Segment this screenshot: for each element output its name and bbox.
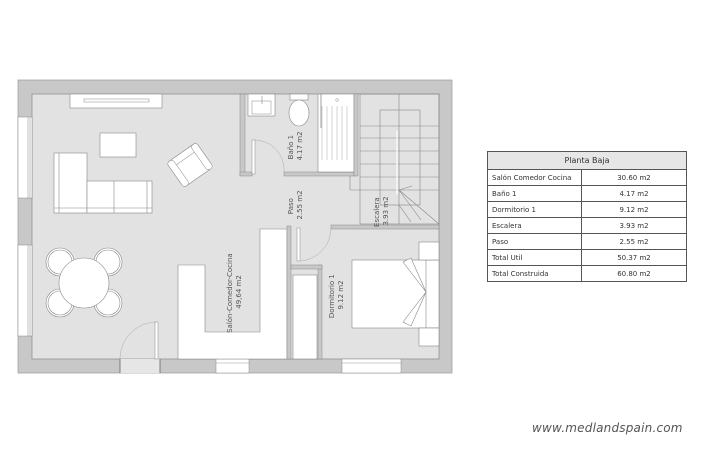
label-bano: Baño 1 4.17 m2 [287,131,304,160]
bath-wall-left [239,93,246,176]
armchair [167,143,213,187]
bedroom-door [296,227,301,262]
toilet [288,93,310,127]
window-left-bottom [17,244,33,337]
row-label: Total Construida [487,265,582,282]
shower [317,93,355,173]
entrance-door-swing [119,321,158,360]
dining-set [45,247,123,318]
bath-sink [247,93,276,117]
row-label: Escalera [487,217,582,234]
bath-door [251,139,256,175]
sofa [53,152,153,214]
bed [351,241,440,347]
row-value: 60.80 m2 [581,265,687,282]
entrance-gap [120,359,160,373]
row-label: Salón Comedor Cocina [487,169,582,186]
row-label: Baño 1 [487,185,582,202]
bedroom-wall-left [317,264,323,360]
coffee-table [99,132,137,158]
row-value: 50.37 m2 [581,249,687,266]
row-value: 2.55 m2 [581,233,687,250]
floor-plan: Salón-Comedor-Cocina 49,64 m2 Baño 1 4.1… [17,79,453,374]
kitchen-counter [177,228,288,360]
row-value: 4.17 m2 [581,185,687,202]
tv-unit [69,93,163,109]
row-label: Paso [487,233,582,250]
bath-wall-bottom-right [283,171,355,177]
label-salon: Salón-Comedor-Cocina 49,64 m2 [226,251,243,333]
label-dormitorio: Dormitorio 1 9.12 m2 [328,272,345,318]
row-label: Dormitorio 1 [487,201,582,218]
bath-wall-bottom-left [239,171,253,177]
partition-wall-kitchen [286,225,292,360]
wardrobe-wall [290,264,323,270]
label-escalera: Escalera 3.93 m2 [373,195,390,227]
staircase [349,93,440,225]
row-value: 3.93 m2 [581,217,687,234]
window-bottom-kitchen [215,358,250,374]
window-bottom-bedroom [341,358,402,374]
bedroom-wall-top [330,224,440,230]
label-paso: Paso 2.55 m2 [287,190,304,219]
row-value: 9.12 m2 [581,201,687,218]
area-table-header: Planta Baja [487,151,687,170]
window-left-top [17,116,33,199]
wardrobe [292,274,318,360]
row-label: Total Util [487,249,582,266]
watermark: www.medlandspain.com [532,421,683,435]
row-value: 30.60 m2 [581,169,687,186]
